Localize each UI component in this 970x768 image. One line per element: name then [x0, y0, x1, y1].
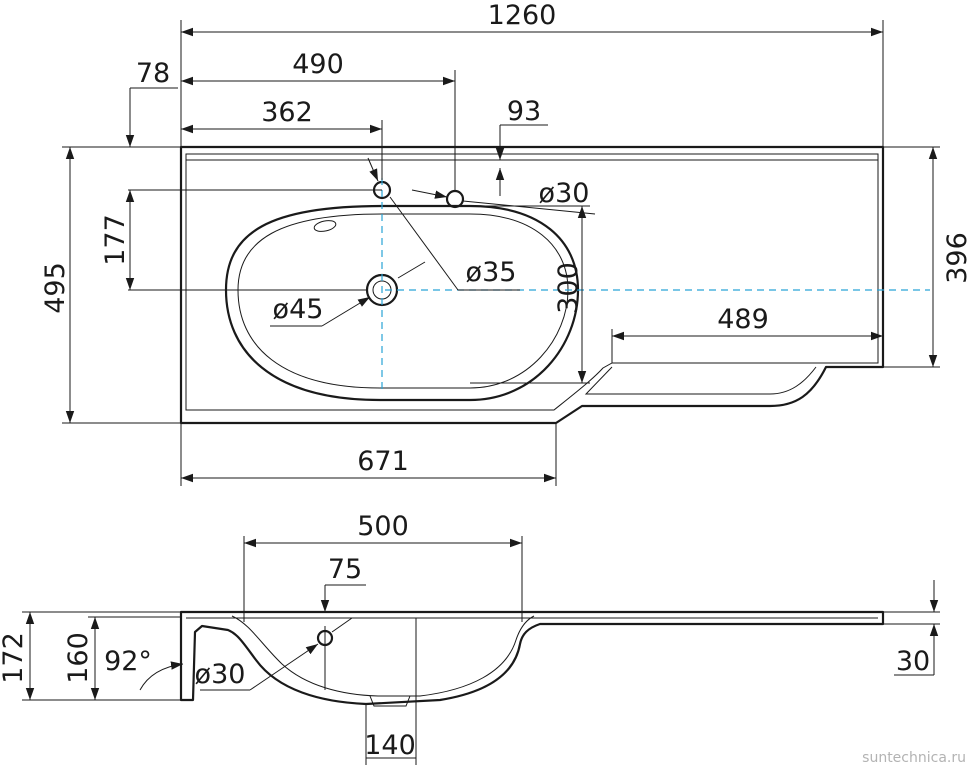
countertop-inner-rim	[185, 153, 879, 411]
leader-line	[331, 617, 353, 633]
bowl-outer	[224, 204, 580, 402]
dim-overall-depth: 495	[40, 262, 71, 314]
leader-line	[397, 261, 426, 279]
dim-hole-spacing: 93	[507, 96, 541, 127]
bowl-inner-profile	[231, 615, 535, 697]
dim-overall-width: 1260	[488, 0, 557, 31]
dim-shelf-thickness: 30	[896, 646, 930, 677]
dim-bowl-height: 160	[63, 632, 94, 684]
overflow-hole	[445, 189, 465, 209]
overflow-slot	[313, 220, 337, 232]
side-profile-outline	[179, 610, 885, 706]
leader-line	[411, 189, 448, 199]
dim-drain-to-back: 177	[100, 214, 131, 266]
dim-angle: 92°	[104, 646, 152, 677]
dim-tap-to-left: 490	[292, 49, 344, 80]
shelf-contour	[584, 366, 817, 395]
dim-front-width: 671	[357, 446, 409, 477]
leader-line	[462, 200, 596, 215]
leader-line	[367, 157, 379, 182]
leader-line	[321, 296, 371, 327]
top-view: 1260 490 362 78 93 ø30 495 177	[40, 0, 970, 486]
dim-bowl-depth: 300	[553, 262, 584, 314]
dim-drain-to-left: 362	[261, 97, 313, 128]
dim-left-offset: 78	[136, 58, 170, 89]
watermark: suntechnica.ru	[862, 750, 966, 766]
countertop-outline	[179, 145, 885, 425]
dim-tap-diameter: ø35	[466, 257, 517, 288]
dim-overflow-diameter-side: ø30	[195, 659, 246, 690]
dim-outlet: 140	[364, 730, 416, 761]
outlet-profile	[369, 695, 411, 707]
leader-line	[249, 643, 319, 691]
dim-overall-height: 172	[0, 632, 29, 684]
angle-arc	[139, 661, 184, 691]
dim-overflow-offset: 75	[328, 554, 362, 585]
leader-line	[389, 196, 459, 291]
dim-bowl-width: 500	[357, 511, 409, 542]
dim-overflow-diameter: ø30	[539, 178, 590, 209]
dim-shelf-width: 489	[717, 304, 769, 335]
dim-drain-diameter: ø45	[273, 294, 324, 325]
bowl-inner	[237, 213, 569, 389]
dim-shelf-depth: 396	[942, 232, 970, 284]
side-view: 500 75 172 160 92° ø30 30 140	[0, 511, 940, 765]
